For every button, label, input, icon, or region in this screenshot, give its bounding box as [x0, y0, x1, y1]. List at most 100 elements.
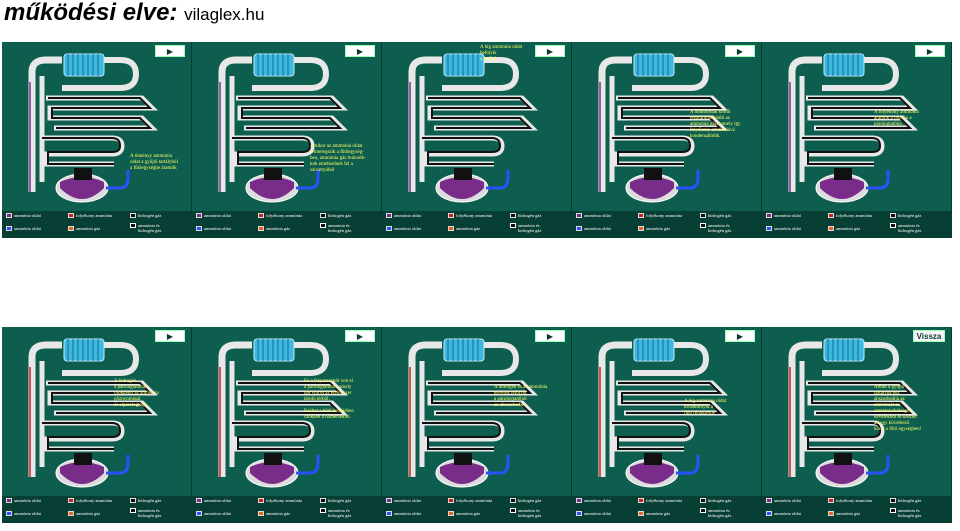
reservoir-fluid — [440, 177, 484, 199]
legend-rich-label: ammónia oldat — [774, 511, 801, 516]
swatch-weak — [196, 213, 202, 218]
condenser-fin-lines — [67, 339, 99, 361]
legend-rich-label: ammónia oldat — [204, 226, 231, 231]
swatch-weak — [386, 498, 392, 503]
legend-weak-label: ammónia oldat — [774, 213, 801, 218]
legend-weak: ammónia oldat — [386, 213, 421, 218]
panel-row-1: ▶ A töményy ammónia oldat a gyűjtő tartá… — [2, 42, 956, 238]
legend-mixed-label: ammónia és hidrogén gáz — [138, 508, 162, 518]
reservoir-fluid — [630, 462, 674, 484]
condenser-return-bend — [62, 342, 140, 376]
step-note: A hűtőbordák körüli légáramlás lehűti az… — [690, 110, 741, 139]
heater-block — [834, 453, 852, 465]
legend-rich: ammónia oldat — [386, 511, 421, 516]
legend-hydrogen-label: hidrogén gáz — [708, 498, 732, 503]
rich-solution-pipe — [296, 455, 320, 475]
legend-liquid-label: folyékony ammónia — [266, 213, 303, 218]
step-note: Amint a gyűjtő tartályba lép, abszorbeál… — [874, 385, 922, 432]
evaporator-upper — [616, 380, 729, 416]
legend-liquid-label: folyékony ammónia — [76, 498, 113, 503]
play-icon: ▶ — [546, 46, 554, 56]
swatch-ammonia-gas — [638, 511, 644, 516]
swatch-hydrogen — [510, 498, 516, 503]
legend-hydrogen-label: hidrogén gáz — [518, 498, 542, 503]
evaporator-inner — [618, 382, 723, 414]
boiler-pipe — [218, 341, 252, 477]
back-button[interactable]: Vissza — [913, 330, 945, 342]
swatch-liquid — [68, 213, 74, 218]
swatch-ammonia-gas — [448, 226, 454, 231]
condenser-fins — [253, 338, 295, 362]
legend-liquid-label: folyékony ammónia — [836, 213, 873, 218]
swatch-liquid — [68, 498, 74, 503]
heater-block — [644, 168, 662, 180]
legend-weak: ammónia oldat — [576, 213, 611, 218]
legend-rich: ammónia oldat — [576, 226, 611, 231]
play-button[interactable]: ▶ — [345, 45, 375, 57]
boiler-pipe — [28, 56, 62, 192]
legend-rich-label: ammónia oldat — [14, 226, 41, 231]
legend-mixed-label: ammónia és hidrogén gáz — [328, 223, 352, 233]
absorber-coil-inner — [422, 137, 502, 165]
play-icon: ▶ — [546, 331, 554, 341]
refrigerator-schematic — [28, 338, 159, 488]
evaporator-inner — [428, 382, 533, 414]
legend-hydrogen: hidrogén gáz — [890, 498, 921, 503]
refrigerator-schematic — [218, 53, 349, 203]
step-note: A híg ammónia oldat továbbfolyik a fűtő … — [684, 399, 727, 416]
evaporator-upper — [806, 380, 919, 416]
legend-ammonia-gas: ammónia gáz — [68, 511, 100, 516]
play-button[interactable]: ▶ — [535, 45, 565, 57]
legend-rich-label: ammónia oldat — [774, 226, 801, 231]
evaporator-inner — [808, 382, 913, 414]
evaporator-inner — [48, 382, 153, 414]
legend-liquid: folyékony ammónia — [448, 498, 492, 503]
legend-mixed: ammónia és hidrogén gáz — [320, 223, 351, 233]
play-button[interactable]: ▶ — [345, 330, 375, 342]
legend: ammónia oldat folyékony ammónia hidrogén… — [192, 211, 381, 238]
absorber-coil-inner — [612, 137, 692, 165]
legend-liquid: folyékony ammónia — [258, 498, 302, 503]
condenser-fin-lines — [827, 54, 859, 76]
swatch-weak — [386, 213, 392, 218]
play-button[interactable]: ▶ — [535, 330, 565, 342]
legend-liquid: folyékony ammónia — [638, 213, 682, 218]
diagram-panel-9: ▶ A híg ammónia oldat továbbfolyik a fűt… — [572, 327, 762, 523]
legend-rich: ammónia oldat — [766, 226, 801, 231]
legend: ammónia oldat folyékony ammónia hidrogén… — [762, 211, 951, 238]
legend-ammonia-gas: ammónia gáz — [258, 511, 290, 516]
legend-mixed-label: ammónia és hidrogén gáz — [898, 223, 922, 233]
play-button[interactable]: ▶ — [915, 45, 945, 57]
swatch-rich — [386, 226, 392, 231]
legend-mixed: ammónia és hidrogén gáz — [890, 223, 921, 233]
page-title: működési elve: vilaglex.hu — [4, 0, 264, 28]
refrigerator-schematic — [218, 338, 349, 488]
legend-hydrogen: hidrogén gáz — [700, 498, 731, 503]
play-icon: ▶ — [926, 46, 934, 56]
heater-block — [834, 168, 852, 180]
swatch-weak — [196, 498, 202, 503]
legend-ammonia-gas-label: ammónia gáz — [836, 226, 861, 231]
legend-rich-label: ammónia oldat — [584, 511, 611, 516]
legend: ammónia oldat folyékony ammónia hidrogén… — [2, 496, 191, 523]
play-button[interactable]: ▶ — [725, 45, 755, 57]
swatch-mixed — [890, 508, 896, 513]
diagram-panel-7: ▶ Ez a folyamat hőt von el a párologtató… — [192, 327, 382, 523]
swatch-ammonia-gas — [448, 511, 454, 516]
play-button[interactable]: ▶ — [725, 330, 755, 342]
back-button-label: Vissza — [916, 331, 942, 341]
swatch-weak — [766, 498, 772, 503]
title-text: működési elve: — [4, 0, 178, 26]
play-button[interactable]: ▶ — [155, 45, 185, 57]
panel-row-2: ▶ A hidrogén a párologtatóban csökkenti … — [2, 327, 956, 523]
legend-hydrogen: hidrogén gáz — [700, 213, 731, 218]
play-button[interactable]: ▶ — [155, 330, 185, 342]
play-icon: ▶ — [166, 331, 174, 341]
swatch-hydrogen — [890, 213, 896, 218]
evaporator-upper — [236, 95, 349, 131]
swatch-mixed — [890, 223, 896, 228]
legend-mixed: ammónia és hidrogén gáz — [890, 508, 921, 518]
condenser-return-bend — [442, 342, 520, 376]
legend-ammonia-gas: ammónia gáz — [258, 226, 290, 231]
swatch-rich — [6, 226, 12, 231]
